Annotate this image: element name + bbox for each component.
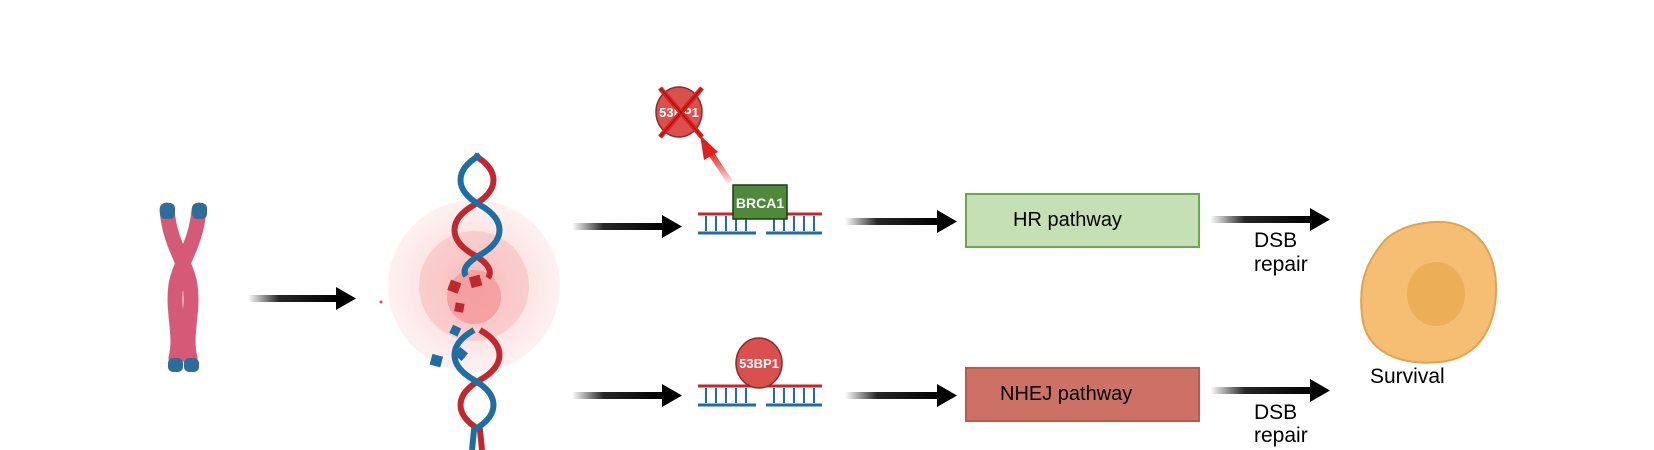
dna-lower-icon	[698, 384, 822, 407]
53bp1-excluded-protein: 53BP1	[655, 86, 704, 139]
arrow-chromosome-to-break	[248, 287, 356, 310]
arrow-break-to-nhej	[572, 384, 682, 407]
arrow-break-to-hr	[572, 215, 682, 238]
cross-icon	[658, 86, 704, 139]
hr-pathway-box: HR pathway	[965, 193, 1200, 248]
dsb-repair-top-line1: DSB	[1254, 229, 1298, 252]
dna-break-icon	[379, 152, 560, 450]
arrow-nhej-to-repair	[1210, 379, 1330, 402]
dsb-repair-bottom-line1: DSB	[1254, 401, 1298, 424]
53bp1-protein: 53BP1	[735, 337, 783, 389]
dsb-repair-top-line2: repair	[1254, 253, 1308, 276]
cell-icon	[1360, 220, 1498, 364]
exclusion-arrow	[700, 135, 733, 184]
survival-label: Survival	[1370, 365, 1445, 388]
brca1-protein: BRCA1	[732, 184, 788, 220]
brca1-label: BRCA1	[736, 195, 784, 211]
arrow-hr-to-repair	[1210, 208, 1330, 231]
nhej-pathway-label: NHEJ pathway	[1000, 383, 1133, 405]
53bp1-label: 53BP1	[739, 356, 779, 371]
hr-pathway-label: HR pathway	[1013, 209, 1122, 231]
arrow-dna-to-nhej-pathway	[845, 384, 957, 407]
dsb-repair-bottom-line2: repair	[1254, 424, 1308, 447]
nhej-pathway-box: NHEJ pathway	[965, 367, 1200, 422]
arrow-dna-to-hr-pathway	[845, 210, 957, 233]
chromosome-icon	[159, 202, 207, 372]
